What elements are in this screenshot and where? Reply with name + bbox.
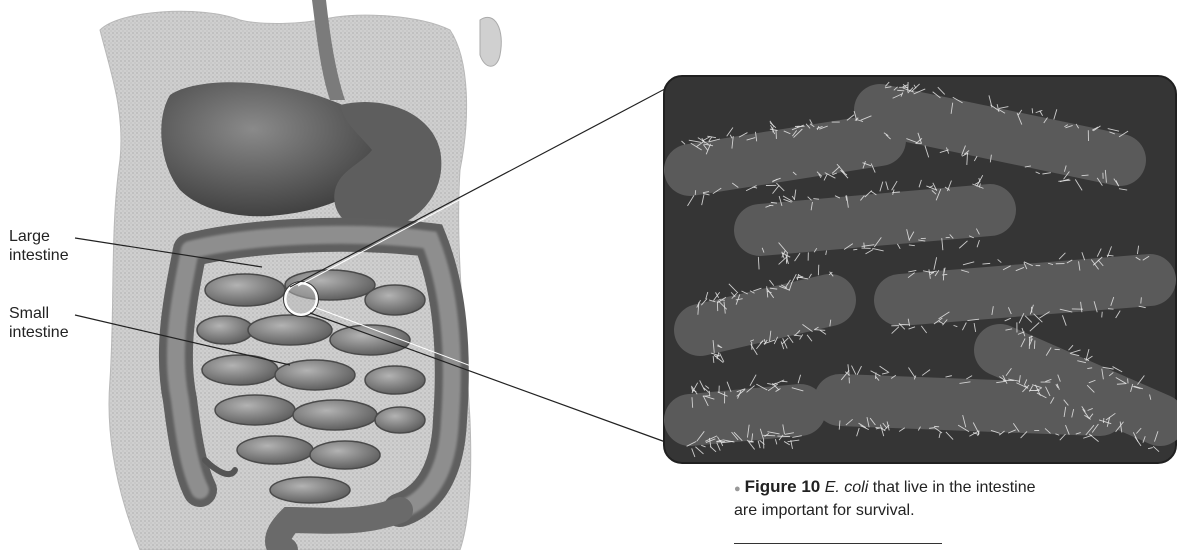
bacterium [760, 210, 990, 230]
pilus [1034, 340, 1035, 348]
pilus [853, 249, 857, 250]
caption-text-line2: are important for survival. [734, 502, 915, 519]
caption-species: E. coli [825, 479, 869, 496]
figure-number: Figure 10 [745, 477, 821, 496]
pilus [709, 391, 710, 396]
pilus [1032, 108, 1033, 113]
figure-caption: ● Figure 10 E. coli that live in the inte… [734, 476, 1174, 522]
bacterium [690, 410, 800, 420]
caption-rule [734, 543, 942, 544]
magnifier-circle [285, 283, 317, 315]
pilus [875, 373, 876, 379]
pilus [1102, 312, 1103, 318]
pilus [813, 199, 819, 200]
pilus [1082, 175, 1089, 176]
bacterium [900, 280, 1150, 300]
bacterium [690, 140, 880, 170]
label-small-intestine: Small intestine [9, 304, 69, 342]
pilus [777, 436, 790, 437]
pilus [897, 90, 904, 91]
caption-text-line1: that live in the intestine [873, 479, 1036, 496]
pilus [814, 330, 825, 331]
label-large-intestine: Large intestine [9, 227, 69, 265]
pilus [892, 192, 900, 193]
pilus [1141, 297, 1142, 303]
pilus [864, 243, 865, 248]
micrograph-panel [664, 76, 1176, 463]
pilus [782, 381, 788, 382]
caption-bullet-icon: ● [734, 483, 741, 495]
pilus [719, 300, 725, 301]
bacterium [700, 300, 830, 330]
